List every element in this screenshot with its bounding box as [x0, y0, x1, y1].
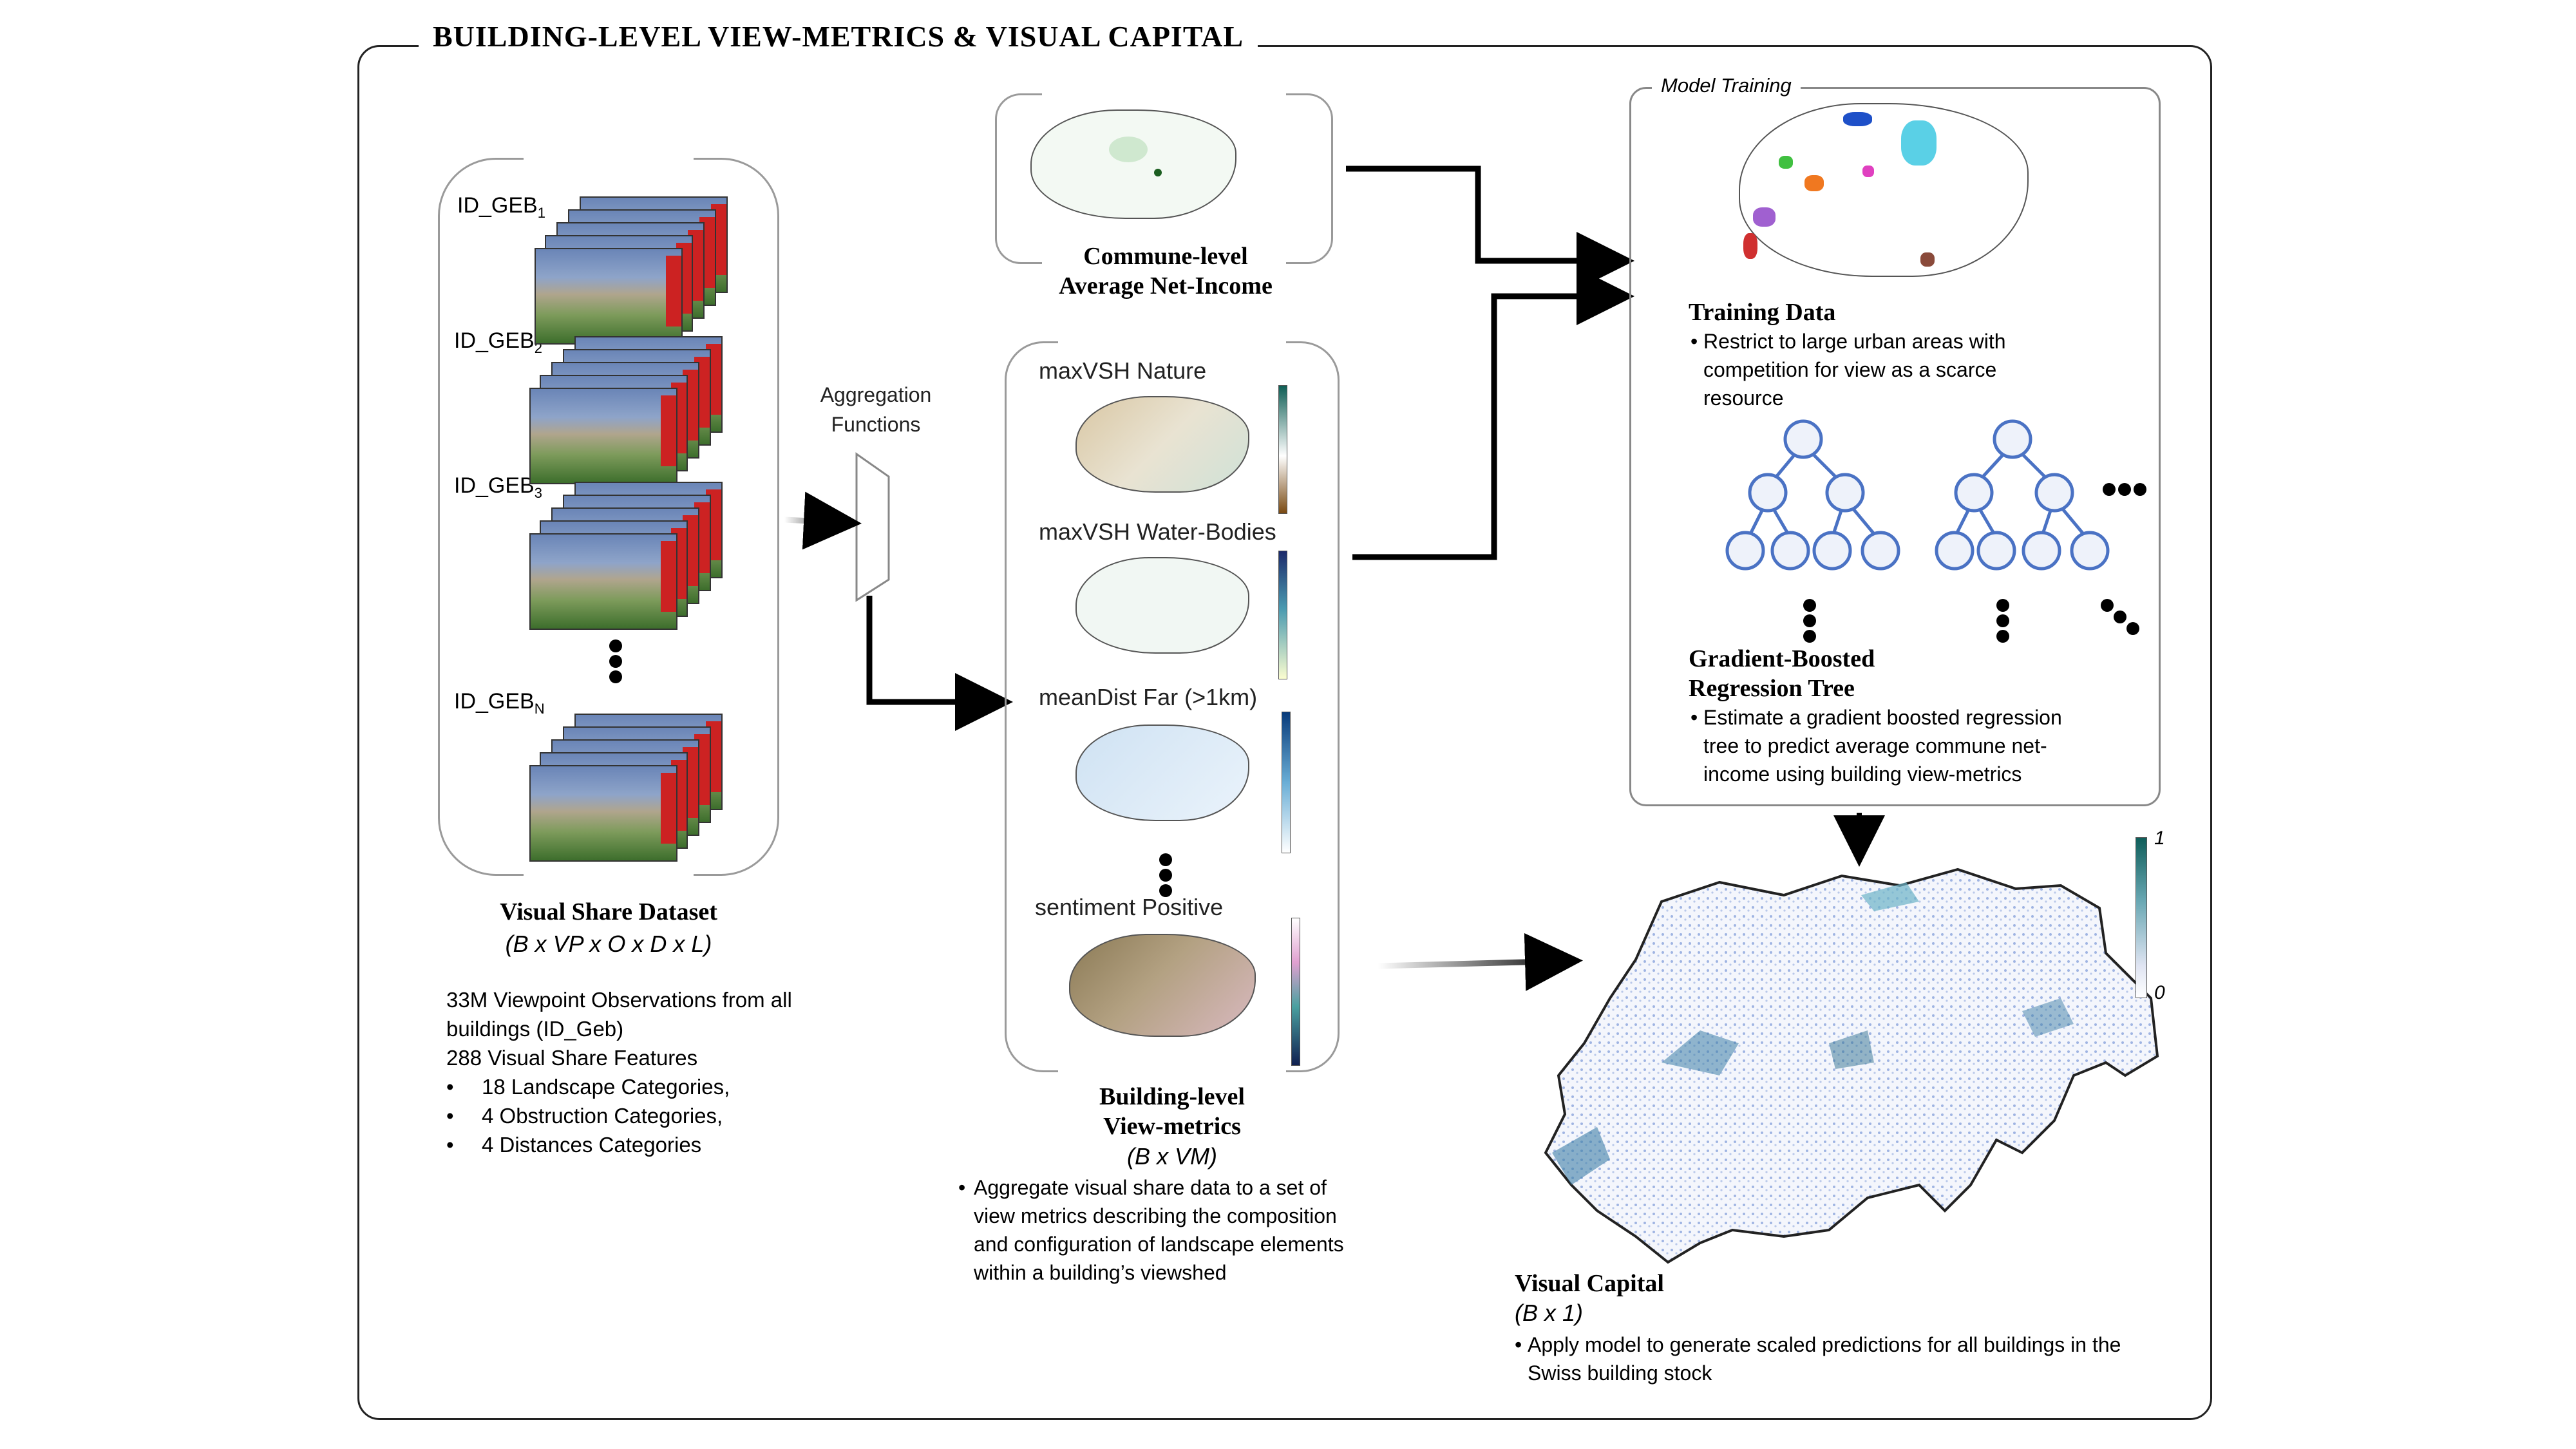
ellipsis-dot [2101, 599, 2114, 612]
colorbar-min-label: 0 [2154, 982, 2165, 1003]
dataset-label-n: ID_GEBN [454, 689, 545, 717]
dataset-bullet: •4 Distances Categories [446, 1133, 702, 1157]
visual-capital-heading: Visual Capital [1515, 1270, 1664, 1297]
commune-heading: Commune-level Average Net-Income [1059, 243, 1273, 299]
viewmetrics-bracket [1005, 339, 1340, 1074]
colorbar-max-label: 1 [2154, 828, 2165, 849]
ellipsis-dot [1996, 630, 2009, 643]
colorbar-water [1278, 551, 1287, 679]
map-far [1075, 724, 1249, 821]
diagram-title: BUILDING-LEVEL VIEW-METRICS & VISUAL CAP… [419, 19, 1258, 53]
ellipsis-dot [1996, 599, 2009, 612]
viewmetrics-heading: Building-level View-metrics [1099, 1083, 1245, 1140]
ellipsis-dot [1803, 599, 1816, 612]
ellipsis-dot [1803, 630, 1816, 643]
dataset-line: 288 Visual Share Features [446, 1046, 698, 1070]
ellipsis-dot [1803, 614, 1816, 627]
dataset-heading: Visual Share Dataset [500, 898, 717, 925]
model-training-label: Model Training [1652, 74, 1801, 97]
map-title-far: meanDist Far (>1km) [1039, 684, 1258, 710]
ellipsis-dot [1159, 884, 1172, 897]
gbrt-bullet: •Estimate a gradient boosted regression … [1690, 706, 2062, 786]
ellipsis-dot [2118, 483, 2131, 496]
colorbar-far [1282, 712, 1291, 853]
dataset-description: 33M Viewpoint Observations from all buil… [446, 985, 792, 1159]
commune-income-map [1030, 109, 1236, 219]
visual-capital-map [1544, 867, 2159, 1264]
ellipsis-dot [2134, 483, 2146, 496]
map-title-water: maxVSH Water-Bodies [1039, 518, 1276, 545]
dataset-bullet: •18 Landscape Categories, [446, 1075, 730, 1099]
model-training-box [1629, 87, 2161, 806]
dataset-formula: (B x VP x O x D x L) [505, 931, 712, 957]
dataset-label-1: ID_GEB1 [457, 193, 545, 221]
commune-bracket [995, 91, 1333, 266]
training-area-map [1739, 103, 2029, 277]
aggregation-funnel [855, 452, 890, 602]
map-title-nature: maxVSH Nature [1039, 357, 1207, 384]
map-nature [1075, 396, 1249, 493]
ellipsis-dot [1996, 614, 2009, 627]
map-title-positive: sentiment Positive [1035, 894, 1224, 920]
dataset-label-3: ID_GEB3 [454, 473, 542, 501]
dataset-bracket [438, 156, 779, 878]
ellipsis-dot [2103, 483, 2116, 496]
colorbar-nature [1278, 385, 1287, 514]
diagram-frame [357, 45, 2212, 1420]
viewmetrics-bullet: •Aggregate visual share data to a set of… [958, 1176, 1344, 1284]
ellipsis-dot [609, 639, 622, 652]
training-data-heading: Training Data [1689, 299, 1836, 326]
visual-capital-bullet: •Apply model to generate scaled predicti… [1515, 1333, 2121, 1385]
ellipsis-dot [609, 655, 622, 668]
map-water [1075, 557, 1249, 654]
training-data-bullet: •Restrict to large urban areas with comp… [1690, 330, 2006, 410]
ellipsis-dot [2114, 611, 2126, 623]
visual-capital-formula: (B x 1) [1515, 1300, 1584, 1326]
visual-capital-colorbar [2136, 837, 2147, 998]
dataset-bullet: •4 Obstruction Categories, [446, 1104, 723, 1128]
ellipsis-dot [1159, 853, 1172, 866]
map-positive [1069, 934, 1256, 1037]
dataset-line: 33M Viewpoint Observations from all [446, 988, 792, 1012]
ellipsis-dot [609, 670, 622, 683]
viewmetrics-formula: (B x VM) [1127, 1143, 1217, 1170]
gbrt-heading: Gradient-Boosted Regression Tree [1689, 645, 1875, 702]
aggregation-label: Aggregation Functions [820, 383, 932, 436]
gbrt-trees [1725, 419, 2110, 571]
ellipsis-dot [1159, 869, 1172, 882]
colorbar-positive [1291, 918, 1300, 1066]
dataset-line: buildings (ID_Geb) [446, 1017, 624, 1041]
ellipsis-dot [2126, 622, 2139, 635]
